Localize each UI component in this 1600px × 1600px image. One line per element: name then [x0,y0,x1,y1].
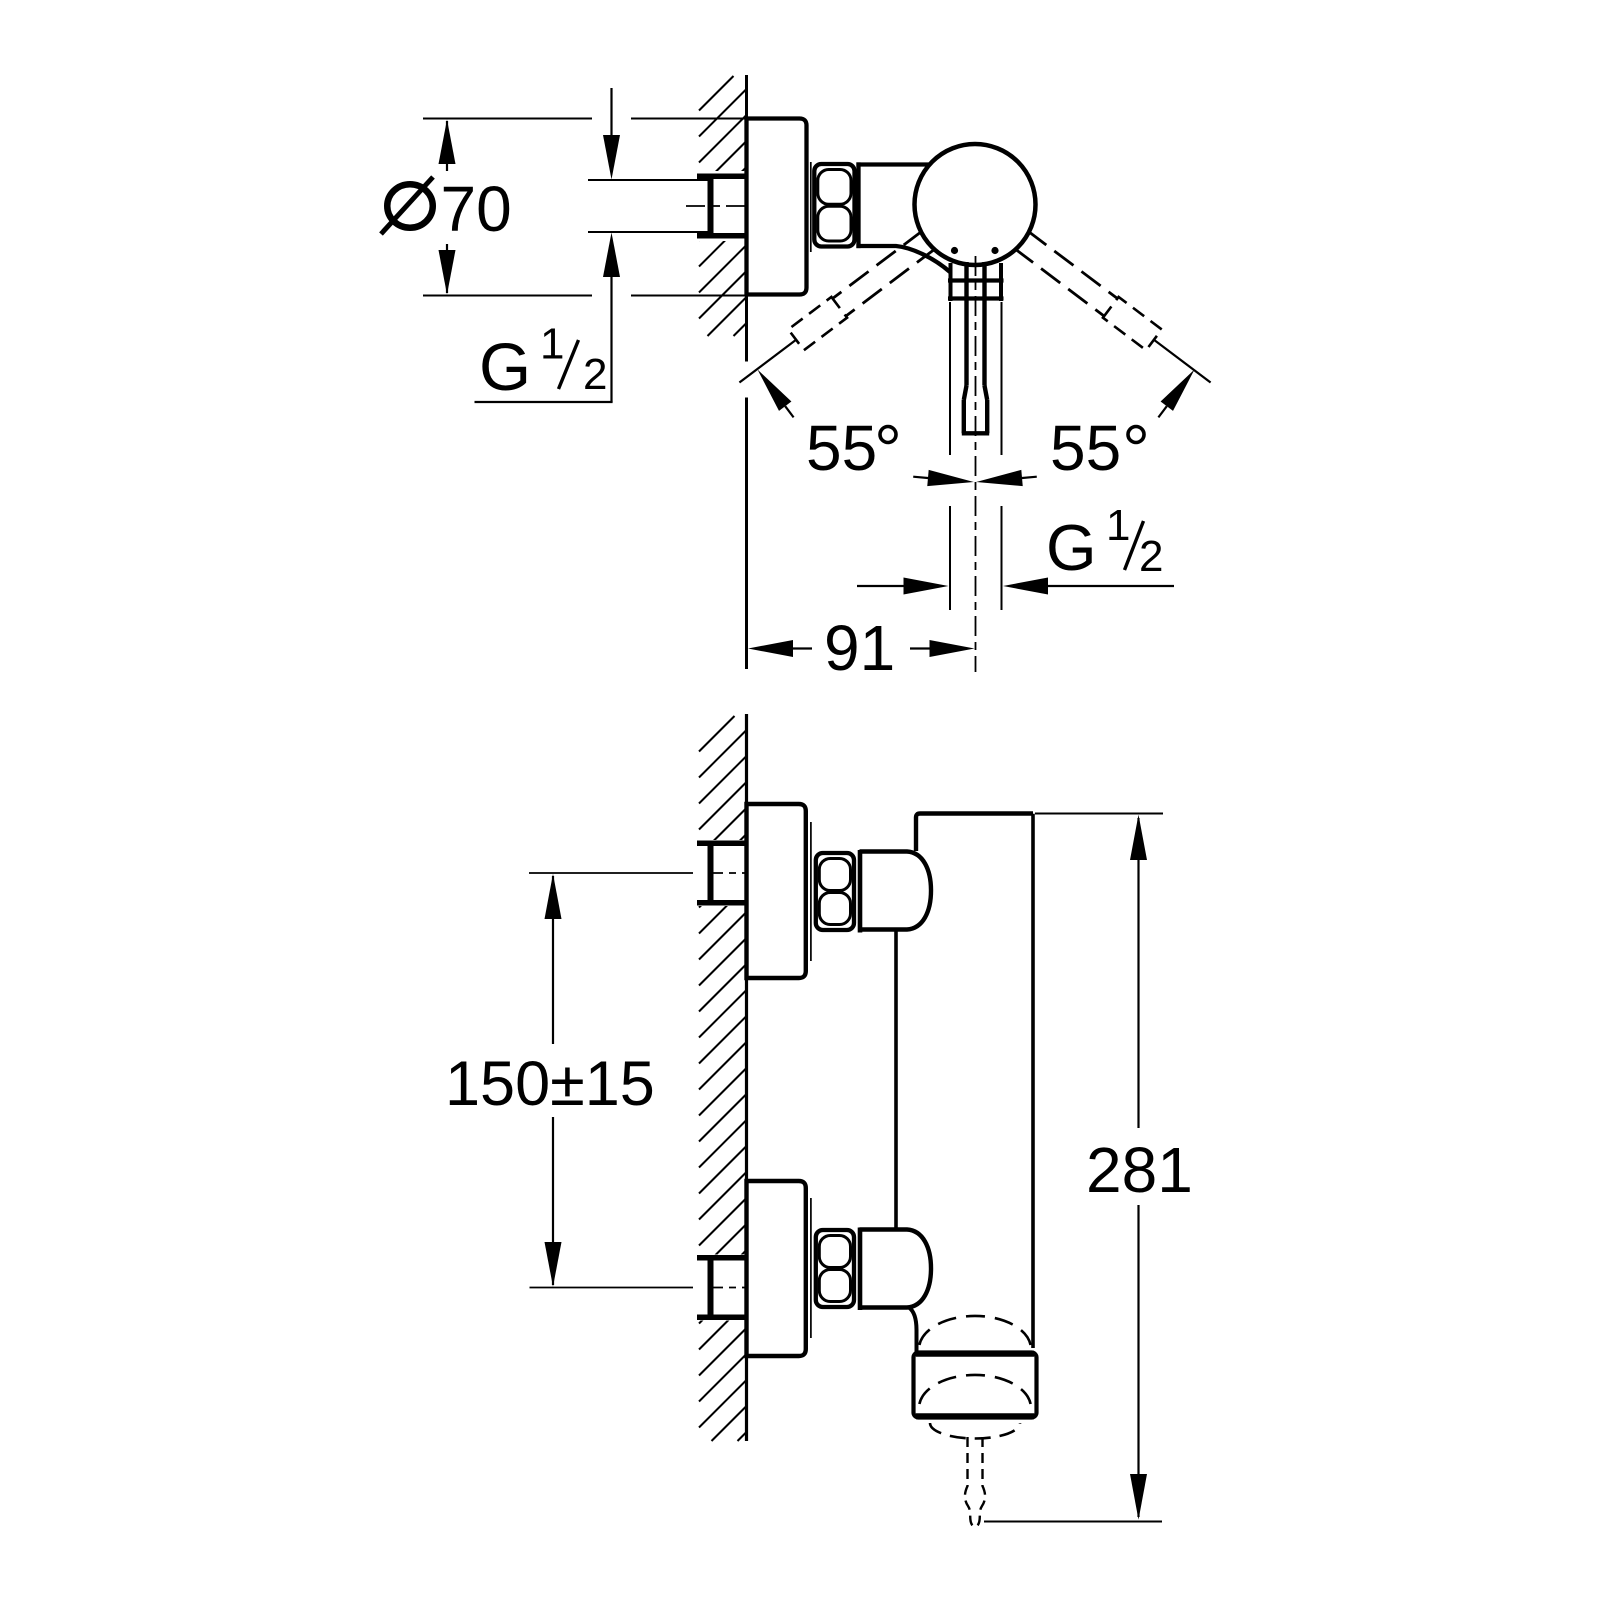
svg-text:55: 55 [1050,412,1121,484]
svg-text:G: G [479,330,531,405]
svg-text:281: 281 [1086,1134,1193,1206]
svg-text:91: 91 [824,612,895,684]
svg-text:1: 1 [540,320,564,369]
svg-text:1: 1 [1106,501,1130,550]
svg-text:2: 2 [583,350,607,399]
svg-text:55: 55 [806,412,877,484]
svg-text:150±15: 150±15 [445,1049,655,1119]
svg-text:G: G [1046,511,1097,584]
svg-text:2: 2 [1139,532,1163,581]
svg-text:70: 70 [441,173,512,245]
